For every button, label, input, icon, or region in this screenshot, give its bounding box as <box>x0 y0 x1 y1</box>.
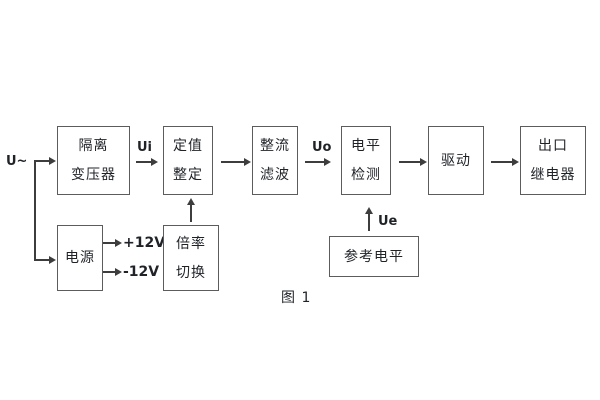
block-ratio-switch: 倍率 切换 <box>163 225 219 291</box>
arrow-power-positive-rail-icon <box>103 242 115 244</box>
block-label: 检测 <box>351 167 381 183</box>
block-label: 整流 <box>260 138 290 154</box>
arrow-input-to-transformer-icon <box>34 160 49 162</box>
block-label: 电源 <box>65 250 95 266</box>
arrow-setting-to-rectifier-icon <box>221 161 244 163</box>
ue-signal-label: Ue <box>378 214 398 229</box>
input-branch-line <box>34 161 36 260</box>
block-label: 出口 <box>538 138 568 154</box>
positive-rail-label: +12V <box>123 235 166 251</box>
arrow-driver-to-relay-icon <box>491 161 512 163</box>
block-label: 整定 <box>173 167 203 183</box>
block-power-supply: 电源 <box>57 225 103 291</box>
arrow-input-to-power-icon <box>34 259 49 261</box>
arrow-power-negative-rail-icon <box>103 271 115 273</box>
block-isolation-transformer: 隔离 变压器 <box>57 126 130 195</box>
block-output-relay: 出口 继电器 <box>520 126 586 195</box>
arrow-transformer-to-setting-icon <box>136 161 151 163</box>
arrow-ratio-to-setting-icon <box>190 205 192 222</box>
block-label: 定值 <box>173 138 203 154</box>
arrow-rectifier-to-detector-icon <box>305 161 324 163</box>
block-reference-level: 参考电平 <box>329 236 419 277</box>
block-label: 滤波 <box>260 167 290 183</box>
block-label: 电平 <box>351 138 381 154</box>
block-label: 切换 <box>176 264 206 281</box>
figure-caption: 图 1 <box>281 290 312 306</box>
block-rectifier-filter: 整流 滤波 <box>252 126 298 195</box>
block-driver: 驱动 <box>428 126 484 195</box>
uo-signal-label: Uo <box>312 140 332 155</box>
arrow-detector-to-driver-icon <box>399 161 420 163</box>
block-label: 隔离 <box>78 138 109 154</box>
block-value-setting: 定值 整定 <box>163 126 213 195</box>
block-label: 继电器 <box>530 167 576 183</box>
input-voltage-label: U~ <box>6 154 28 169</box>
ui-signal-label: Ui <box>137 140 153 155</box>
block-level-detector: 电平 检测 <box>341 126 391 195</box>
block-label: 倍率 <box>176 235 206 252</box>
block-label: 参考电平 <box>344 248 404 265</box>
arrow-reference-to-detector-icon <box>368 214 370 231</box>
block-label: 驱动 <box>441 152 471 169</box>
negative-rail-label: -12V <box>123 264 160 280</box>
block-label: 变压器 <box>71 167 116 183</box>
